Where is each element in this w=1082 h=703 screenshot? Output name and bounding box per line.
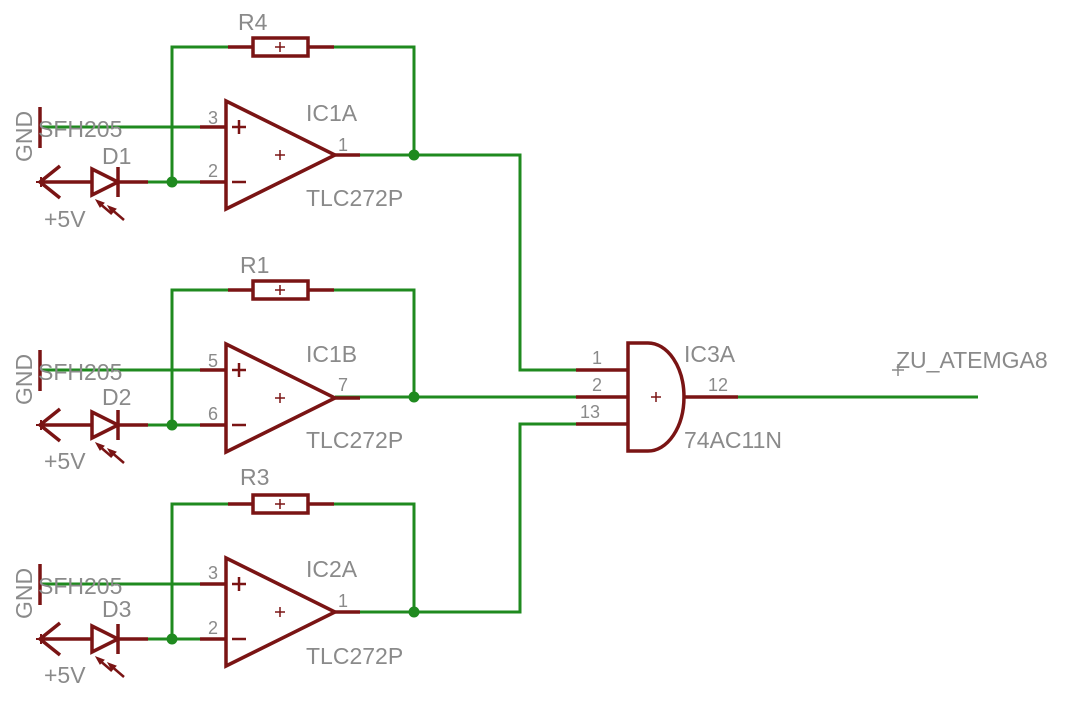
gnd-label: GND: [11, 568, 37, 619]
supply-label: +5V: [44, 662, 86, 688]
opamp-label: IC1B: [306, 341, 357, 367]
pin-label: 5: [208, 351, 218, 371]
resistor-r3: [228, 493, 334, 515]
diode-label: D2: [102, 384, 131, 410]
opamp-label: IC1A: [306, 100, 358, 126]
gnd-label: GND: [11, 354, 37, 405]
gnd-label: GND: [11, 111, 37, 162]
resistor-r1: [228, 279, 334, 301]
opamp-label: IC2A: [306, 556, 358, 582]
pin-label: 2: [592, 375, 602, 395]
diode-label: D3: [102, 596, 131, 622]
photodiode-d2: [36, 407, 148, 464]
junction-dot: [166, 176, 178, 188]
opamp-ic2a: [200, 555, 360, 669]
pin-label: 3: [208, 108, 218, 128]
resistor-label: R3: [240, 464, 269, 490]
pin-label: 2: [208, 161, 218, 181]
pin-label: 3: [208, 563, 218, 583]
opamp-part-label: TLC272P: [306, 185, 403, 211]
photodiode-d3: [36, 621, 148, 678]
pin-label: 1: [592, 348, 602, 368]
junction-dot: [166, 633, 178, 645]
pin-label: 12: [708, 375, 728, 395]
junction-dot: [408, 606, 420, 618]
resistor-label: R4: [238, 9, 268, 35]
pin-label: 1: [338, 135, 348, 155]
opamp-ic1b: [200, 341, 360, 455]
pin-label: 2: [208, 618, 218, 638]
pin-label: 6: [208, 404, 218, 424]
junction-dot: [166, 419, 178, 431]
sensor-label: SFH205: [38, 359, 122, 385]
opamp-ic1a: [200, 98, 360, 212]
opamp-part-label: TLC272P: [306, 643, 403, 669]
opamp-part-label: TLC272P: [306, 427, 403, 453]
pin-label: 1: [338, 591, 348, 611]
supply-label: +5V: [44, 448, 86, 474]
sensor-label: SFH205: [38, 116, 122, 142]
stage-1: R4 3 2 1 IC1A TLC272P: [11, 9, 626, 372]
resistor-r4: [228, 36, 334, 58]
diode-label: D1: [102, 143, 131, 169]
gate-label: IC3A: [684, 341, 736, 367]
stage-3: R3 3 2 1 IC2A TLC272P: [11, 422, 626, 688]
pin-label: 13: [580, 402, 600, 422]
photodiode-d1: [36, 164, 148, 221]
resistor-label: R1: [240, 252, 269, 278]
supply-label: +5V: [44, 206, 86, 232]
junction-dot: [408, 149, 420, 161]
sensor-label: SFH205: [38, 573, 122, 599]
and-gate-ic3a: [576, 341, 738, 453]
junction-dot: [408, 391, 420, 403]
stage-2: R1 5 6 7 IC1B TLC272P: [11, 252, 626, 474]
gate-part-label: 74AC11N: [684, 427, 782, 453]
pin-label: 7: [338, 375, 348, 395]
net-label-cross-icon: [892, 364, 904, 376]
output-net-label: ZU_ATEMGA8: [896, 347, 1048, 373]
